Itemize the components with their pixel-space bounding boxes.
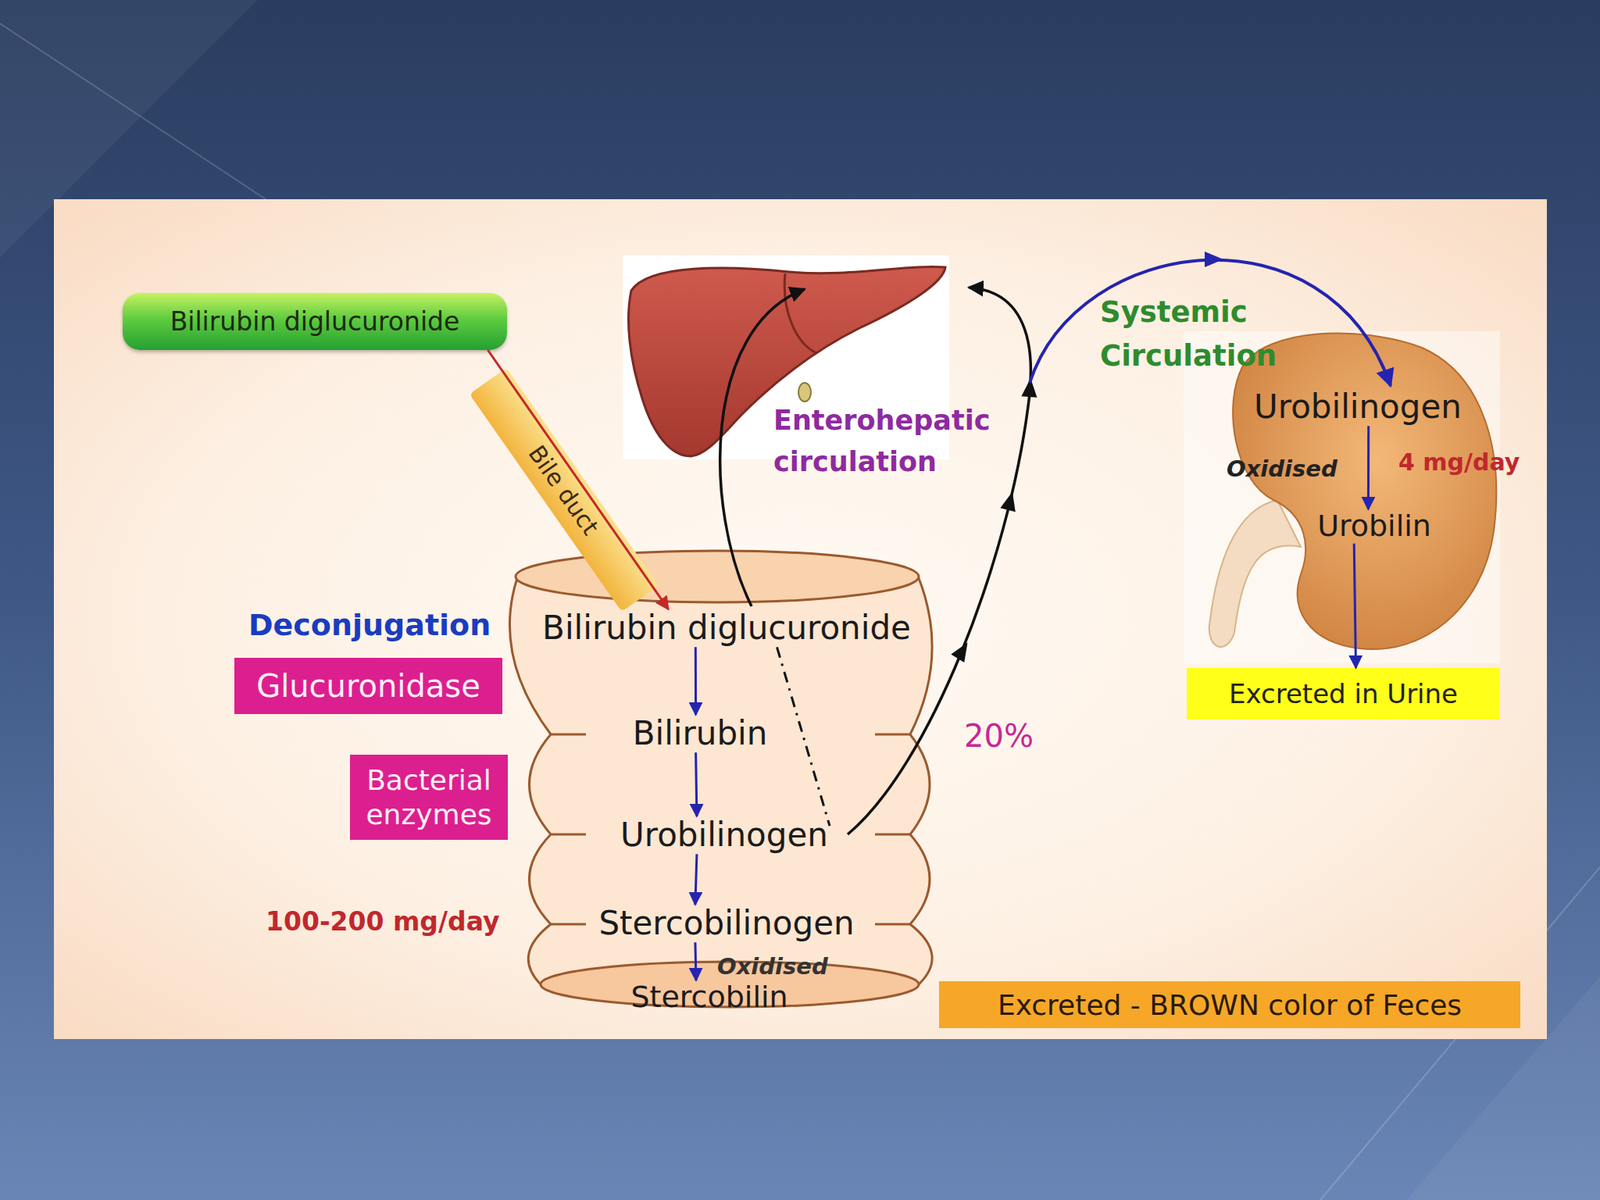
flow-arrow (777, 646, 831, 826)
compound-label: Stercobilin (626, 980, 793, 1015)
node-text: Excreted in Urine (1228, 678, 1458, 710)
node-text: Bilirubin diglucuronide (170, 306, 461, 337)
enzyme-box: Glucuronidase (234, 657, 503, 715)
node-text: Urobilinogen (618, 816, 830, 854)
intestine-body (509, 578, 933, 985)
node-text: Stercobilinogen (596, 904, 858, 943)
arrowhead (1000, 489, 1020, 512)
process-label: Deconjugation (248, 607, 491, 644)
flow-arrow (695, 853, 697, 905)
flow-arrow (1367, 425, 1370, 510)
compound-label: Urobilinogen (1250, 388, 1465, 426)
amount-label: 100-200 mg/day (265, 906, 500, 938)
node-text: Urobilinogen (1250, 388, 1465, 426)
compound-label: Stercobilinogen (596, 904, 858, 943)
pathway-label: Systemic Circulation (1100, 290, 1327, 378)
reaction-label: Oxidised (1226, 455, 1338, 483)
compound-pill: Bilirubin diglucuronide (122, 292, 508, 350)
flow-arrow (696, 752, 697, 817)
intestine-top (515, 550, 919, 603)
excretion-box: Excreted - BROWN color of Feces (939, 981, 1521, 1029)
compound-label: Bilirubin (629, 714, 771, 753)
intestine-folds (550, 734, 911, 925)
pathway-label: Enterohepatic circulation (773, 400, 1032, 483)
percent-label: 20% (964, 717, 1034, 755)
excretion-box: Excreted in Urine (1186, 667, 1500, 720)
node-text: Urobilin (1314, 509, 1434, 544)
compound-label: Urobilinogen (618, 816, 830, 854)
node-text: Glucuronidase (256, 667, 481, 705)
decor-line (0, 23, 266, 200)
node-text: Stercobilin (626, 980, 793, 1015)
node-text: Bacterial enzymes (356, 763, 502, 831)
ureter (1209, 500, 1301, 647)
enzyme-box: Bacterial enzymes (350, 754, 508, 840)
kidney-illustration (1232, 332, 1497, 650)
flow-arrow (694, 646, 697, 715)
compound-label: Bilirubin diglucuronide (532, 609, 921, 647)
amount-label: 4 mg/day (1398, 448, 1520, 477)
node-text: Excreted - BROWN color of Feces (997, 989, 1462, 1022)
compound-label: Urobilin (1314, 509, 1434, 544)
node-text: Bilirubin diglucuronide (532, 609, 921, 647)
flow-arrow (1353, 543, 1356, 668)
systemic-curve (1029, 260, 1391, 386)
image-panel (53, 199, 1547, 1040)
node-text: Bilirubin (629, 714, 771, 753)
arrowhead (950, 638, 975, 663)
gallbladder (798, 382, 811, 402)
flow-arrow (695, 942, 697, 981)
liver-lobe-line (784, 273, 817, 354)
reaction-label: Oxidised (717, 953, 829, 981)
kidney-backdrop (1183, 331, 1500, 664)
arrowhead (1204, 251, 1224, 268)
